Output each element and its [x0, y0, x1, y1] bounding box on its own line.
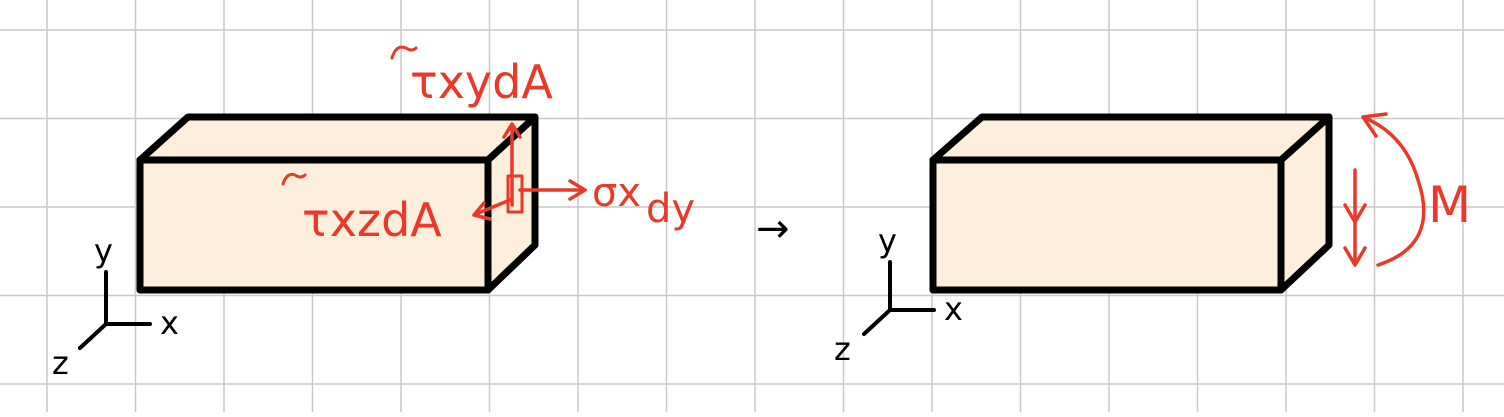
left-element-da	[506, 174, 524, 214]
right-label-moment: M	[1428, 176, 1471, 234]
left-txz-arrow	[472, 198, 512, 221]
right-beam-side-face	[1277, 113, 1333, 294]
left-axis-z-label: z	[52, 344, 69, 382]
right-beam-top-face	[929, 113, 1333, 164]
left-txz-hook-mark	[281, 172, 307, 186]
left-figure: τxydA τxzdA σx dy y x z	[52, 45, 695, 382]
right-moment-arrow	[1361, 112, 1426, 267]
right-beam	[929, 113, 1333, 294]
right-axis-y-label: y	[878, 222, 897, 260]
left-beam-top-face	[136, 113, 539, 164]
right-axes: y x z	[834, 222, 963, 368]
right-axis-z-label: z	[834, 330, 851, 368]
left-axis-y-label: y	[94, 232, 113, 270]
left-beam	[136, 113, 539, 294]
left-txy-arrow	[502, 122, 522, 207]
left-axes: y x z	[52, 232, 179, 382]
transition-arrow: →	[756, 206, 790, 252]
right-beam-front-face	[929, 156, 1285, 294]
left-label-txy: τxydA	[410, 55, 553, 109]
right-down-arrow	[1343, 168, 1367, 267]
left-label-sigma-suffix: dy	[646, 186, 695, 232]
left-axis-x-label: x	[160, 304, 179, 342]
right-axis-x-label: x	[944, 290, 963, 328]
left-label-txz: τxzdA	[302, 193, 442, 247]
left-txy-hook-mark	[390, 45, 418, 60]
left-label-sigma: σx	[592, 170, 641, 216]
right-figure: M y x z	[834, 112, 1471, 368]
left-sigma-arrow	[518, 179, 587, 201]
